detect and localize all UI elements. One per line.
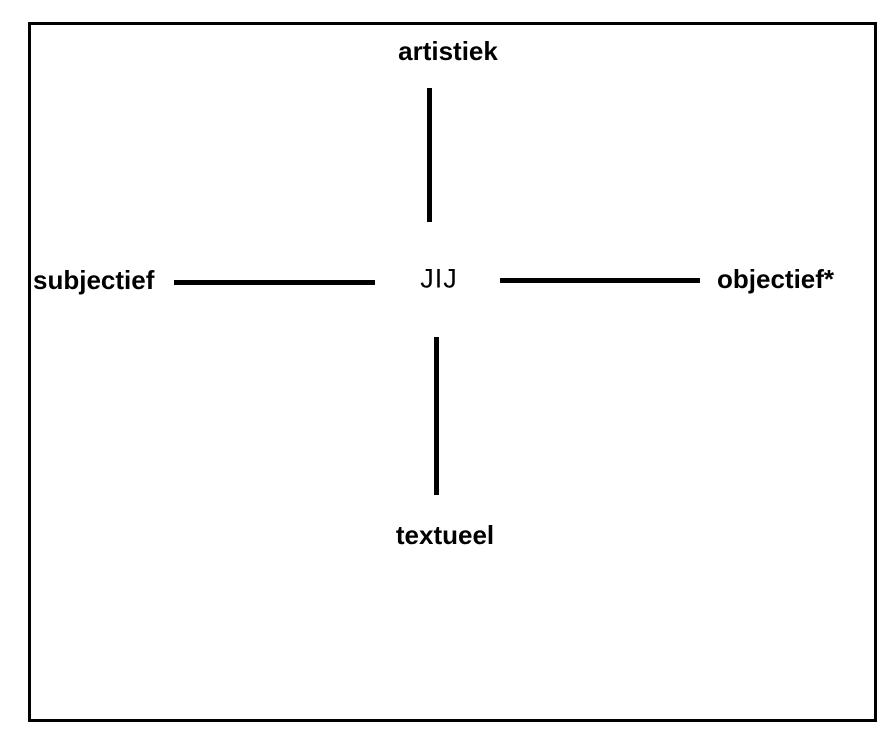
axis-line-left-horizontal bbox=[174, 280, 375, 285]
axis-label-right: objectief* bbox=[717, 264, 835, 294]
axis-line-right-horizontal bbox=[500, 278, 700, 283]
axis-line-bottom-vertical bbox=[434, 337, 439, 495]
center-label: JIJ bbox=[420, 263, 458, 294]
axis-label-bottom: textueel bbox=[395, 520, 495, 550]
axis-label-left: subjectief bbox=[33, 265, 155, 295]
diagram-frame bbox=[28, 22, 877, 722]
axis-label-top: artistiek bbox=[398, 36, 498, 66]
axis-line-top-vertical bbox=[427, 88, 432, 222]
